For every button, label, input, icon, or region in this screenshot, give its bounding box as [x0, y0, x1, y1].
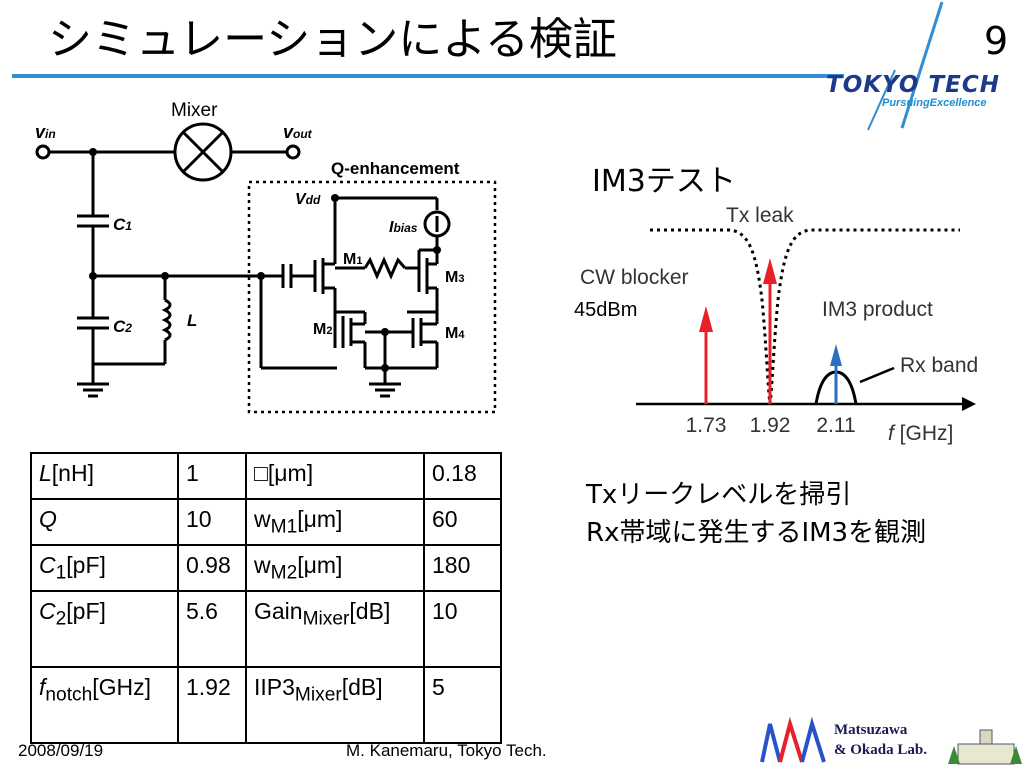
label-c1: C1 — [113, 215, 132, 234]
label-tx-leak: Tx leak — [726, 204, 794, 227]
label-vout: vout — [283, 122, 313, 142]
im3-product-arrowhead — [830, 344, 842, 366]
label-vin: vin — [35, 122, 56, 142]
tick-label: 1.92 — [750, 414, 791, 437]
label-m1: M1 — [343, 251, 362, 268]
parameter-table: L[nH] 1 □[μm] 0.18 Q 10 wM1[μm] 60 C1[pF… — [30, 452, 502, 744]
tokyo-tech-logo: TOKYO TECH — [826, 72, 1000, 98]
param-value-cell: 60 — [423, 498, 502, 546]
footer-date: 2008/09/19 — [18, 741, 104, 760]
param-value-cell: 0.18 — [423, 452, 502, 500]
label-rx-band: Rx band — [900, 354, 978, 377]
label-m3: M3 — [445, 269, 464, 286]
im3-spectrum-diagram: Tx leak CW blocker 45dBm IM3 product Rx … — [574, 204, 978, 445]
param-name-cell: Q — [30, 498, 179, 546]
param-value-cell: 1.92 — [177, 666, 247, 744]
param-name-cell: IIP3Mixer[dB] — [245, 666, 425, 744]
table-row: Q 10 wM1[μm] 60 — [30, 498, 502, 546]
im3-test-heading: IM3テスト — [592, 164, 736, 199]
rx-band-pointer — [859, 366, 895, 384]
page-number: 9 — [984, 19, 1009, 63]
param-value-cell: 1 — [177, 452, 247, 500]
logo-slash-lines — [867, 1, 944, 131]
label-l: L — [187, 311, 197, 330]
label-im3-product: IM3 product — [822, 298, 933, 321]
param-name-cell: fnotch[GHz] — [30, 666, 179, 744]
tick-label: 1.73 — [686, 414, 727, 437]
param-value-cell: 5.6 — [177, 590, 247, 668]
param-value-cell: 0.98 — [177, 544, 247, 592]
label-vdd: Vdd — [295, 191, 321, 208]
label-mixer: Mixer — [171, 100, 218, 121]
param-name-cell: wM2[μm] — [245, 544, 425, 592]
param-name-cell: L[nH] — [30, 452, 179, 500]
label-q-enhancement: Q-enhancement — [331, 159, 460, 178]
label-ibias: Ibias — [389, 219, 418, 236]
slide-title: シミュレーションによる検証 — [48, 14, 617, 65]
label-c2: C2 — [113, 317, 132, 336]
param-name-cell: C2[pF] — [30, 590, 179, 668]
label-cw-blocker: CW blocker — [580, 266, 689, 289]
param-value-cell: 10 — [177, 498, 247, 546]
label-m2: M2 — [313, 321, 332, 338]
param-value-cell: 5 — [423, 666, 502, 744]
lab-logo-icon — [760, 716, 1022, 765]
param-name-cell: C1[pF] — [30, 544, 179, 592]
param-name-cell: wM1[μm] — [245, 498, 425, 546]
tokyo-tech-tagline: PursuingExcellence — [882, 97, 987, 109]
q-enhancement-circuit: vin vout Mixer Q-enhancement Vdd Ibias C… — [35, 100, 497, 414]
title-underline — [12, 74, 844, 78]
table-row: L[nH] 1 □[μm] 0.18 — [30, 452, 502, 500]
note-observe-im3: Rx帯域に発生するIM3を観測 — [586, 518, 927, 548]
table-row: C2[pF] 5.6 GainMixer[dB] 10 — [30, 590, 502, 668]
param-value-cell: 180 — [423, 544, 502, 592]
footer-author: M. Kanemaru, Tokyo Tech. — [346, 741, 547, 760]
table-row: C1[pF] 0.98 wM2[μm] 180 — [30, 544, 502, 592]
lab-name-line1: Matsuzawa — [834, 722, 908, 738]
cw-blocker-arrowhead — [699, 306, 713, 332]
tick-label: 2.11 — [816, 414, 855, 437]
param-value-cell: 10 — [423, 590, 502, 668]
lab-name-line2: & Okada Lab. — [834, 742, 927, 758]
axis-arrowhead — [962, 397, 976, 411]
label-cw-power: 45dBm — [574, 299, 637, 321]
note-sweep-tx-leak: Txリークレベルを掃引 — [586, 480, 852, 510]
axis-label-frequency: f [GHz] — [888, 422, 953, 445]
label-m4: M4 — [445, 325, 465, 342]
tx-leak-arrowhead — [763, 258, 777, 284]
param-name-cell: GainMixer[dB] — [245, 590, 425, 668]
table-row: fnotch[GHz] 1.92 IIP3Mixer[dB] 5 — [30, 666, 502, 744]
param-name-cell: □[μm] — [245, 452, 425, 500]
